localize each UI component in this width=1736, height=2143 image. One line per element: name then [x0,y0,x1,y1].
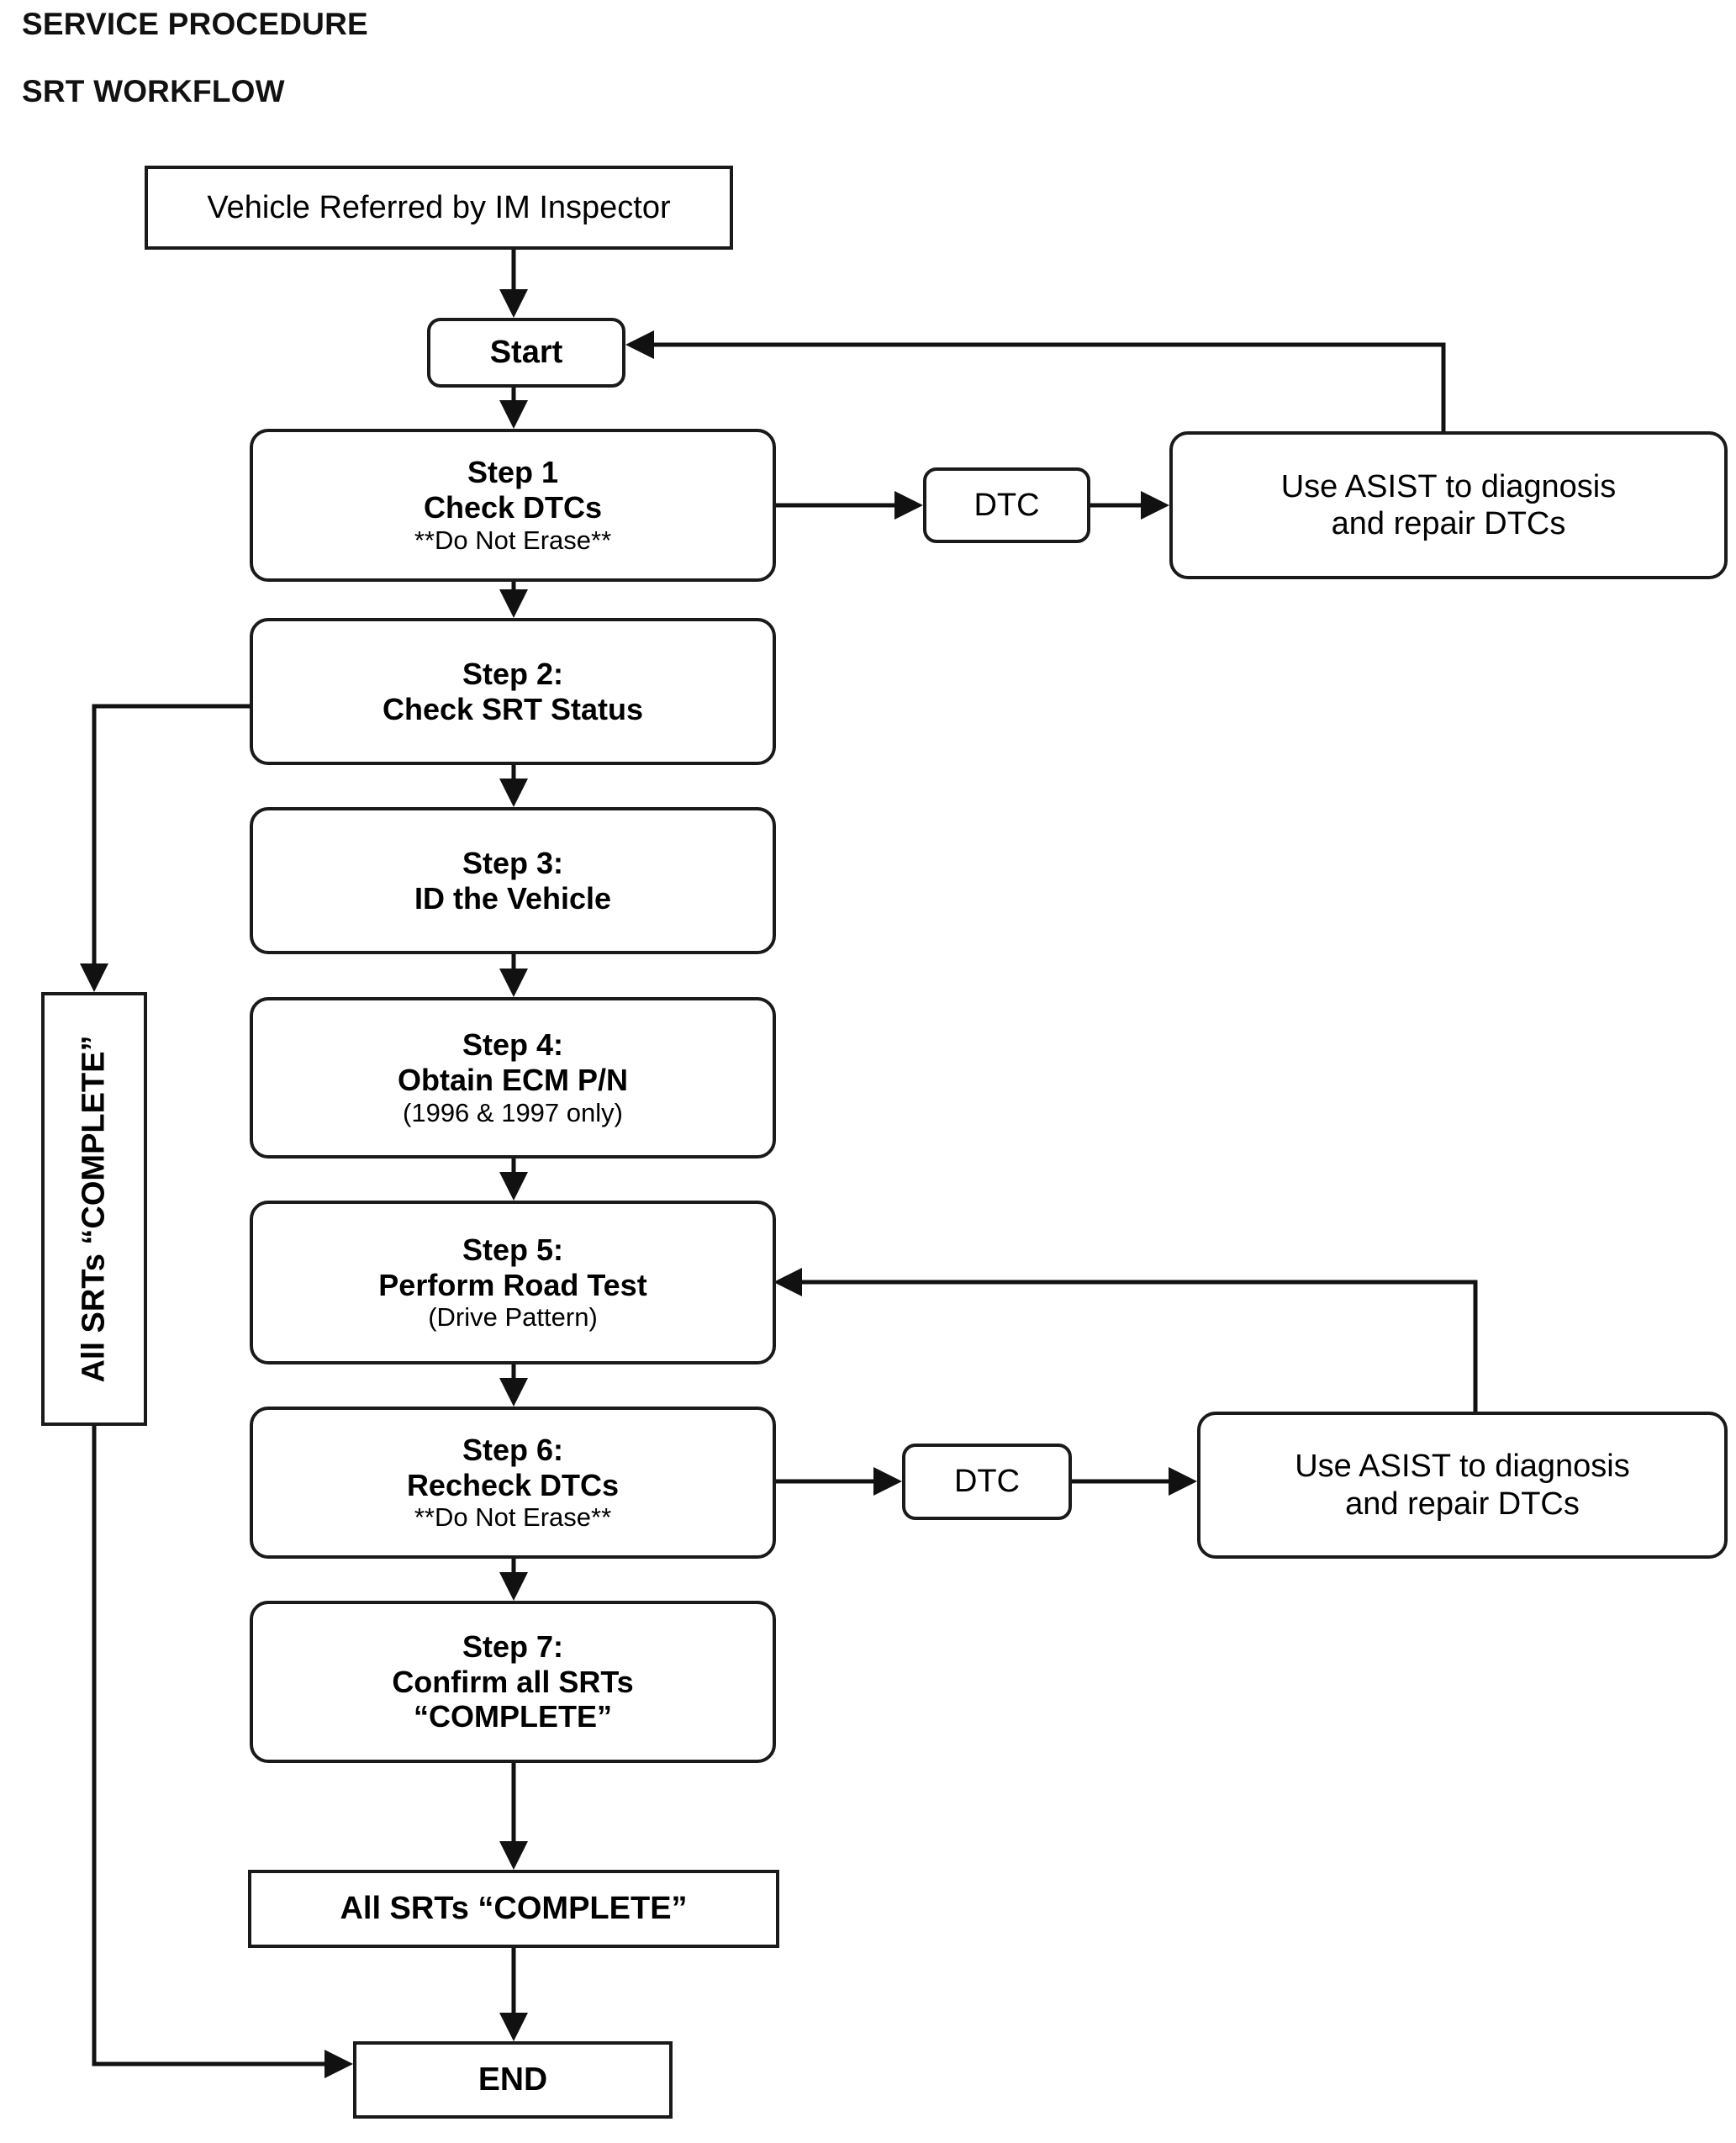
node-step-5-line2: Perform Road Test [378,1267,647,1302]
node-step-2-line2: Check SRT Status [382,691,644,726]
edge-asist1-to-start-feedback [625,330,1446,431]
page-title-service-procedure: SERVICE PROCEDURE [22,7,368,41]
edge-asist2-to-step5-feedback [773,1268,1478,1412]
node-step-3[interactable]: Step 3: ID the Vehicle [250,807,776,954]
node-start[interactable]: Start [427,318,625,388]
node-vehicle-referred[interactable]: Vehicle Referred by IM Inspector [145,166,733,250]
node-step-1-line3: **Do Not Erase** [414,525,612,555]
node-step-1-line1: Step 1 [467,455,559,490]
edge-dtc2-to-asist2 [1072,1467,1197,1496]
edge-start-to-step1 [499,388,528,429]
node-end[interactable]: END [353,2041,673,2119]
node-step-2[interactable]: Step 2: Check SRT Status [250,618,776,765]
node-step-6-line2: Recheck DTCs [406,1467,620,1502]
node-start-label: Start [489,335,563,371]
node-step-7-line1: Step 7: [462,1628,564,1664]
node-asist-2-line2: and repair DTCs [1345,1486,1580,1522]
node-step-5-line1: Step 5: [462,1232,564,1267]
node-dtc-2[interactable]: DTC [902,1444,1072,1520]
edge-step6-to-dtc2 [776,1467,902,1496]
node-all-srts-complete-side[interactable]: All SRTs “COMPLETE” [41,992,147,1426]
node-step-6-line1: Step 6: [462,1432,564,1467]
node-step-5-line3: (Drive Pattern) [428,1302,598,1333]
node-all-srts-complete-label: All SRTs “COMPLETE” [340,1891,688,1927]
node-step-7-line3: “COMPLETE” [413,1699,612,1734]
node-step-4[interactable]: Step 4: Obtain ECM P/N (1996 & 1997 only… [250,997,776,1159]
node-step-5[interactable]: Step 5: Perform Road Test (Drive Pattern… [250,1201,776,1364]
edge-referral-to-start [499,250,528,318]
edge-step2-to-side-box [80,704,250,992]
node-step-7-line2: Confirm all SRTs [392,1664,634,1699]
edge-step1-to-dtc1 [776,491,923,520]
node-asist-2-line1: Use ASIST to diagnosis [1295,1449,1630,1485]
node-end-label: END [478,2061,548,2098]
node-step-1[interactable]: Step 1 Check DTCs **Do Not Erase** [250,429,776,582]
node-step-2-line1: Step 2: [462,656,564,691]
node-all-srts-complete[interactable]: All SRTs “COMPLETE” [248,1870,779,1948]
node-step-3-line1: Step 3: [462,845,564,880]
node-step-4-line1: Step 4: [462,1027,564,1063]
node-asist-2[interactable]: Use ASIST to diagnosis and repair DTCs [1197,1412,1728,1559]
node-dtc-2-label: DTC [953,1464,1021,1500]
node-dtc-1-label: DTC [974,487,1040,523]
edge-step1-to-step2 [499,582,528,618]
node-step-6-line3: **Do Not Erase** [414,1502,612,1533]
node-step-4-line3: (1996 & 1997 only) [403,1097,623,1127]
edge-step3-to-step4 [499,954,528,997]
node-asist-1[interactable]: Use ASIST to diagnosis and repair DTCs [1169,431,1728,579]
node-step-7[interactable]: Step 7: Confirm all SRTs “COMPLETE” [250,1601,776,1763]
node-step-6[interactable]: Step 6: Recheck DTCs **Do Not Erase** [250,1407,776,1559]
page-title-srt-workflow: SRT WORKFLOW [22,74,285,108]
node-dtc-1[interactable]: DTC [923,467,1090,543]
node-all-srts-complete-side-label: All SRTs “COMPLETE” [77,1035,113,1383]
node-vehicle-referred-label: Vehicle Referred by IM Inspector [207,189,671,225]
node-step-1-line2: Check DTCs [423,490,603,525]
edge-all-srts-complete-to-end [499,1948,528,2041]
node-asist-1-line1: Use ASIST to diagnosis [1280,468,1617,504]
node-step-3-line2: ID the Vehicle [414,880,612,916]
node-asist-1-line2: and repair DTCs [1331,506,1566,541]
edge-step5-to-step6 [499,1364,528,1407]
node-step-4-line2: Obtain ECM P/N [397,1063,628,1098]
edge-step7-to-all-srts-complete [499,1763,528,1870]
edge-step2-to-step3 [499,765,528,807]
edge-dtc1-to-asist1 [1090,491,1169,520]
edge-step6-to-step7 [499,1559,528,1601]
edge-step4-to-step5 [499,1159,528,1201]
